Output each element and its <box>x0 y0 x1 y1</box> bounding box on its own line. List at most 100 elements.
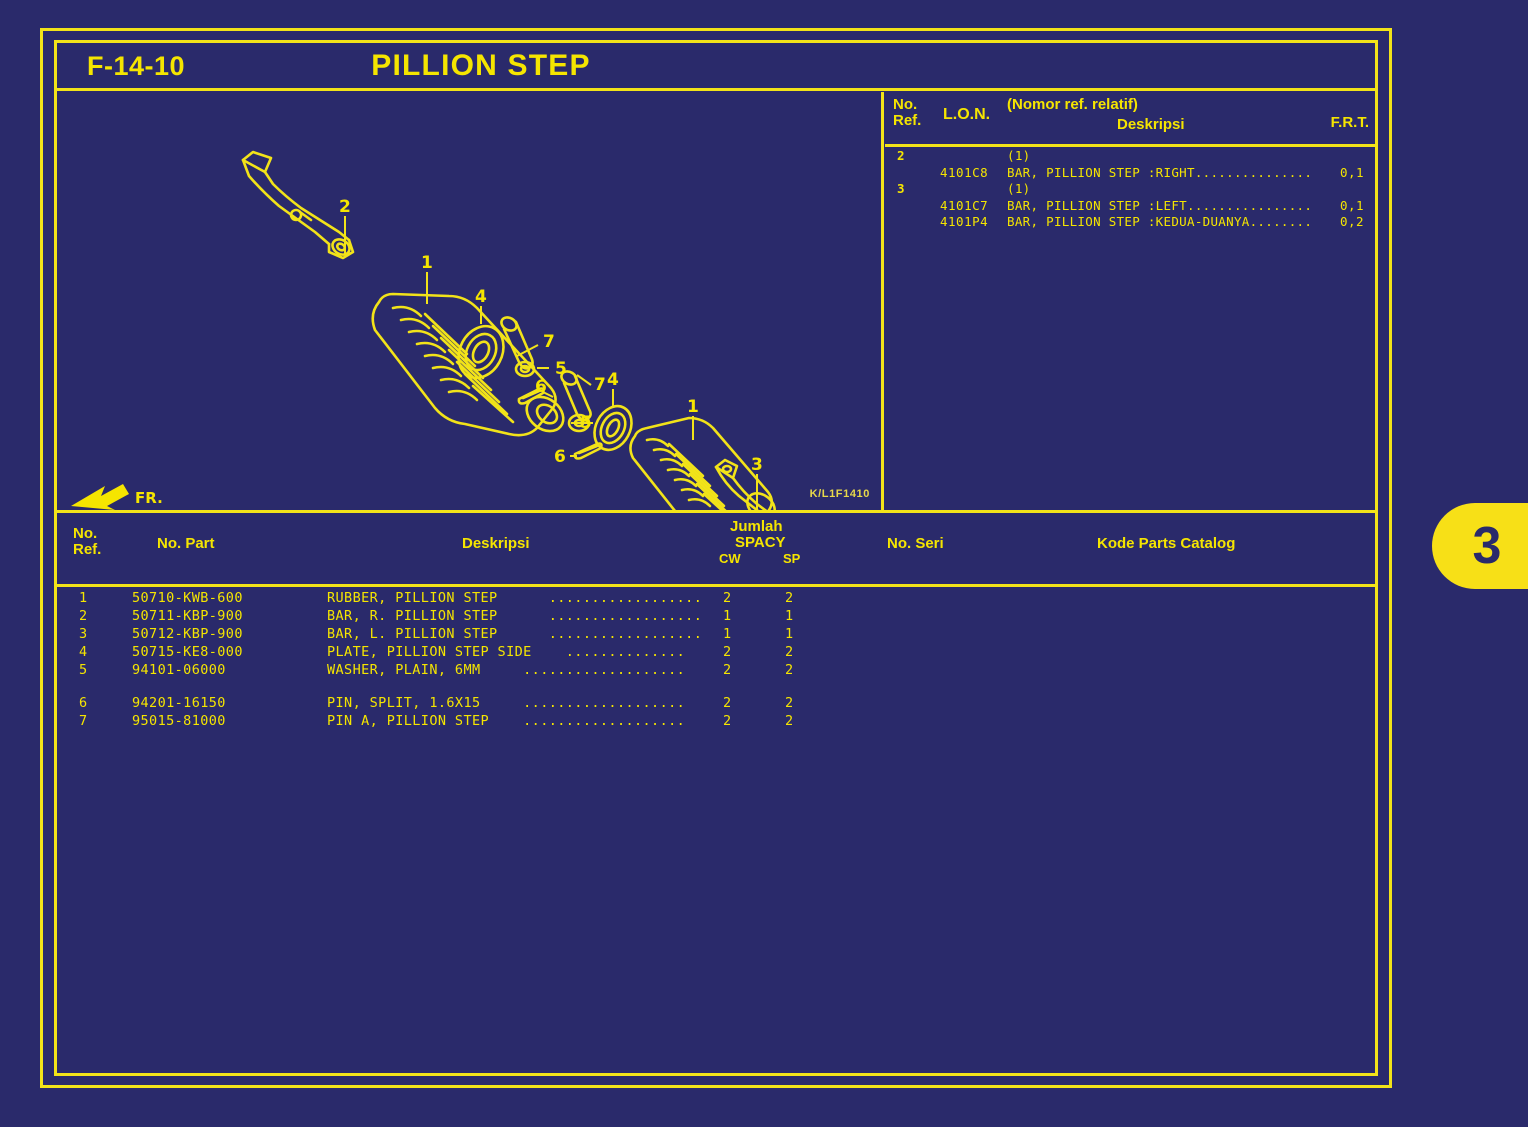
lon-cell-frt: 0,1 <box>1340 197 1365 213</box>
lon-row: 3 (1) <box>885 181 1375 198</box>
lon-cell-ref: 3 <box>897 181 905 196</box>
parts-header-no-ref: No. Ref. <box>73 526 101 558</box>
parts-cell-ref: 2 <box>79 608 88 624</box>
lon-header-frt: F.R.T. <box>1330 114 1369 131</box>
parts-header-no-part: No. Part <box>157 535 215 552</box>
parts-cell-description: BAR, R. PILLION STEP .................. <box>327 608 703 624</box>
parts-header-no-ref-line1: No. <box>73 525 98 542</box>
parts-cell-description: RUBBER, PILLION STEP .................. <box>327 590 703 606</box>
svg-text:7: 7 <box>594 375 606 395</box>
svg-text:4: 4 <box>475 287 487 307</box>
parts-cell-ref: 4 <box>79 644 88 660</box>
parts-cell-sp: 2 <box>785 695 794 711</box>
parts-header-spacy: SPACY <box>735 534 786 551</box>
lon-cell-frt: 0,1 <box>1340 164 1365 180</box>
page-number-tab[interactable]: 3 <box>1432 503 1528 589</box>
parts-header-jumlah: Jumlah <box>730 518 783 535</box>
lon-header-no-ref: No. Ref. <box>893 97 921 129</box>
parts-cell-cw: 1 <box>723 608 732 624</box>
parts-header-no-ref-line2: Ref. <box>73 541 102 558</box>
lon-cell-desc: BAR, PILLION STEP :LEFT................ <box>1007 197 1313 213</box>
lon-header-nomor-ref: (Nomor ref. relatif) <box>1007 96 1138 113</box>
table-row: 6 94201-16150 PIN, SPLIT, 1.6X15 .........… <box>57 695 1375 713</box>
svg-text:5: 5 <box>555 359 567 379</box>
parts-table-header: No. Ref. No. Part Deskripsi Jumlah SPACY… <box>57 516 1375 584</box>
table-row: 7 95015-81000 PIN A, PILLION STEP ........… <box>57 713 1375 731</box>
parts-cell-description: PIN A, PILLION STEP ................... <box>327 713 686 729</box>
parts-header-no-seri: No. Seri <box>887 535 944 552</box>
table-row: 5 94101-06000 WASHER, PLAIN, 6MM .........… <box>57 662 1375 695</box>
diagram-artwork: 2 1 4 7 5 6 7 5 6 4 1 3 FR. <box>71 150 776 510</box>
lon-header-separator <box>885 144 1375 147</box>
table-row: 2 50711-KBP-900 BAR, R. PILLION STEP .....… <box>57 608 1375 626</box>
lon-header-deskripsi: Deskripsi <box>1117 116 1185 133</box>
svg-text:6: 6 <box>535 377 547 397</box>
lon-cell-frt: 0,2 <box>1340 214 1365 229</box>
parts-cell-part-number: 50711-KBP-900 <box>132 608 243 624</box>
parts-cell-ref: 1 <box>79 590 88 606</box>
parts-cell-cw: 2 <box>723 713 732 729</box>
parts-cell-ref: 7 <box>79 713 88 729</box>
parts-header-cw: CW <box>719 551 741 566</box>
parts-cell-description: PIN, SPLIT, 1.6X15 ................... <box>327 695 686 711</box>
lon-cell-code: 4101C8 <box>940 164 989 180</box>
lon-row: 2 (1) <box>885 148 1375 165</box>
parts-cell-part-number: 50712-KBP-900 <box>132 626 243 642</box>
parts-cell-cw: 2 <box>723 644 732 660</box>
diagram-caption: K/L1F1410 <box>809 488 870 500</box>
parts-header-sp: SP <box>783 551 801 566</box>
svg-text:1: 1 <box>687 397 699 417</box>
figure-code: F-14-10 <box>87 50 186 81</box>
parts-cell-cw: 1 <box>723 626 732 642</box>
parts-cell-sp: 2 <box>785 662 794 678</box>
lon-cell-desc: BAR, PILLION STEP :KEDUA-DUANYA........ <box>1007 214 1313 229</box>
parts-cell-part-number: 94201-16150 <box>132 695 226 711</box>
lon-cell-ref: 2 <box>897 148 905 163</box>
svg-text:7: 7 <box>543 332 555 352</box>
parts-cell-cw: 2 <box>723 590 732 606</box>
title-separator <box>54 88 1378 91</box>
svg-text:5: 5 <box>580 413 592 433</box>
page-number: 3 <box>1472 517 1502 575</box>
table-row: 3 50712-KBP-900 BAR, L. PILLION STEP .....… <box>57 626 1375 644</box>
page-title: PILLION STEP <box>371 49 591 82</box>
lon-header-no-ref-line1: No. <box>893 96 918 113</box>
parts-header-separator <box>54 584 1378 587</box>
parts-cell-ref: 5 <box>79 662 88 678</box>
parts-cell-part-number: 50715-KE8-000 <box>132 644 243 660</box>
parts-cell-sp: 2 <box>785 590 794 606</box>
lon-header-no-ref-line2: Ref. <box>893 112 922 129</box>
parts-cell-sp: 2 <box>785 713 794 729</box>
svg-text:1: 1 <box>421 253 433 273</box>
parts-cell-sp: 2 <box>785 644 794 660</box>
svg-text:6: 6 <box>554 447 566 467</box>
lon-header-lon: L.O.N. <box>943 106 991 123</box>
lon-table: No. Ref. L.O.N. (Nomor ref. relatif) Des… <box>885 92 1375 510</box>
parts-cell-description: BAR, L. PILLION STEP .................. <box>327 626 703 642</box>
parts-cell-ref: 3 <box>79 626 88 642</box>
table-row: 4 50715-KE8-000 PLATE, PILLION STEP SIDE .… <box>57 644 1375 662</box>
outer-frame <box>40 28 1392 1088</box>
parts-cell-cw: 2 <box>723 695 732 711</box>
lon-cell-desc: (1) <box>1007 181 1031 196</box>
parts-cell-description: WASHER, PLAIN, 6MM ................... <box>327 662 686 678</box>
exploded-diagram: 2 1 4 7 5 6 7 5 6 4 1 3 FR. K/L1F1410 <box>57 92 882 510</box>
lon-cell-code: 4101P4 <box>940 214 989 229</box>
lon-row: 4101P4 BAR, PILLION STEP :KEDUA-DUANYA...… <box>885 214 1375 231</box>
upper-section-separator <box>54 510 1378 513</box>
parts-cell-description: PLATE, PILLION STEP SIDE .............. <box>327 644 686 660</box>
svg-text:2: 2 <box>339 197 351 217</box>
parts-header-kode-catalog: Kode Parts Catalog <box>1097 535 1236 552</box>
parts-cell-ref: 6 <box>79 695 88 711</box>
lon-cell-desc: (1) <box>1007 148 1031 163</box>
parts-cell-sp: 1 <box>785 626 794 642</box>
parts-cell-cw: 2 <box>723 662 732 678</box>
parts-cell-part-number: 95015-81000 <box>132 713 226 729</box>
parts-cell-part-number: 94101-06000 <box>132 662 226 678</box>
